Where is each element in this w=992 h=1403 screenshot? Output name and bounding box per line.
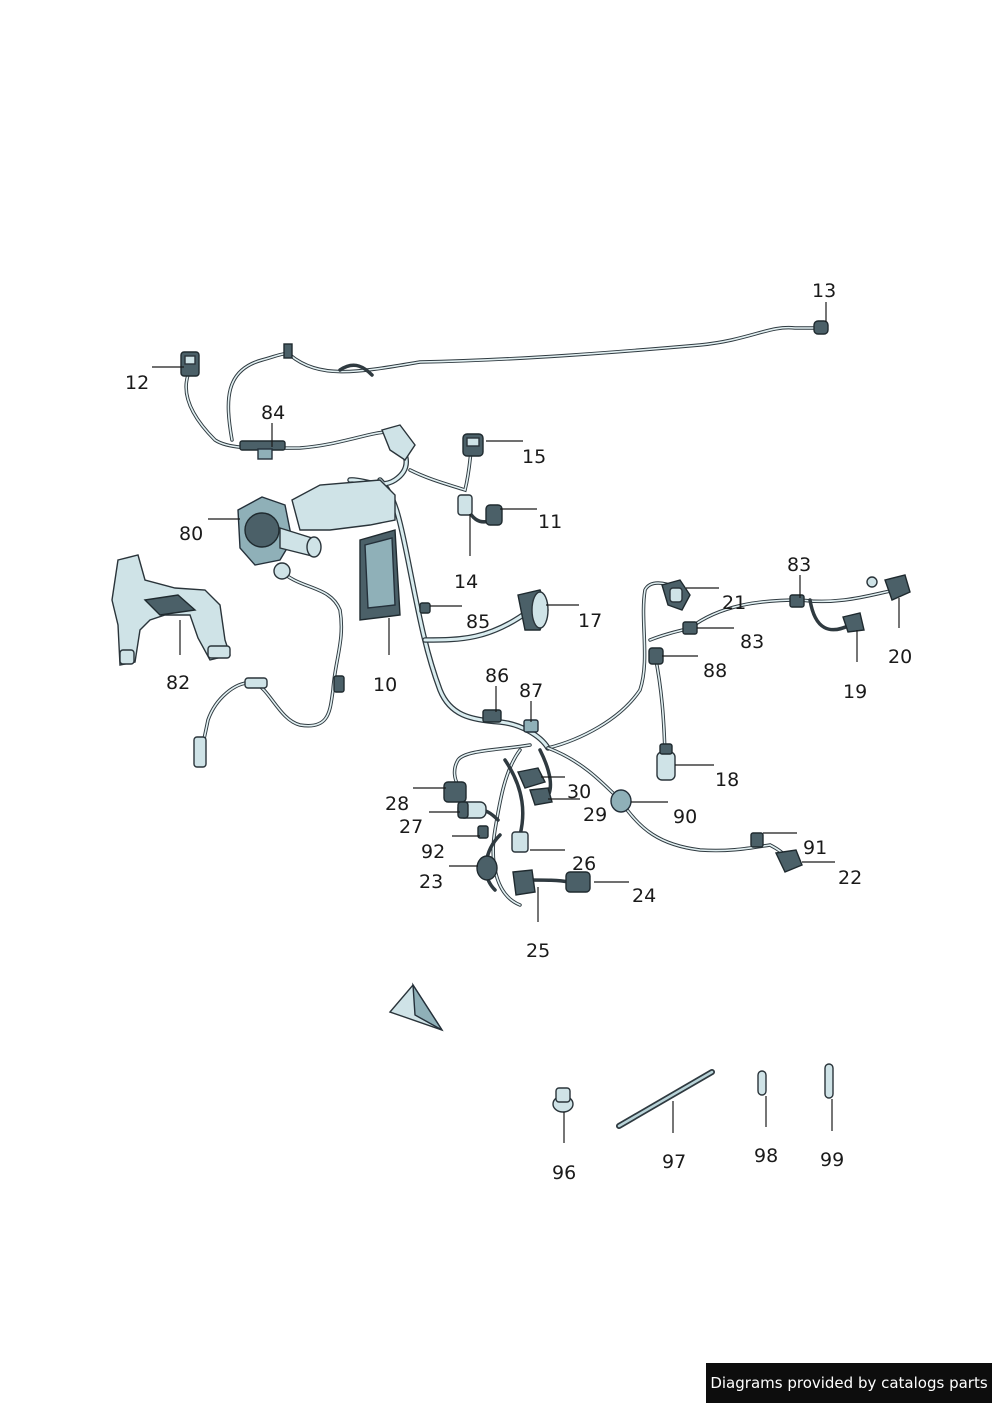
clip-83-upper xyxy=(789,594,805,608)
connector-18 xyxy=(656,743,676,781)
sleeve-99 xyxy=(824,1063,834,1099)
control-unit-10 xyxy=(291,479,401,621)
callout-22: 22 xyxy=(838,867,862,889)
connector-19 xyxy=(842,612,865,633)
callout-99: 99 xyxy=(820,1149,844,1171)
cable-tie-97 xyxy=(616,1069,715,1129)
callout-20: 20 xyxy=(888,646,912,668)
connector-21 xyxy=(661,579,691,611)
callout-87: 87 xyxy=(519,680,543,702)
clip-84 xyxy=(239,440,286,460)
callout-88: 88 xyxy=(703,660,727,682)
callout-labels: 13 12 84 15 11 80 14 85 17 83 21 83 20 1… xyxy=(125,280,912,1184)
callout-14: 14 xyxy=(454,571,478,593)
lambda-sensor xyxy=(193,675,345,768)
connector-24 xyxy=(565,871,591,893)
leader-lines xyxy=(152,302,900,1143)
connector-23 xyxy=(476,855,498,881)
connector-25 xyxy=(512,869,536,896)
connector-11 xyxy=(485,504,503,526)
callout-92: 92 xyxy=(421,841,445,863)
callout-86: 86 xyxy=(485,665,509,687)
clip-91 xyxy=(750,832,764,848)
orientation-arrow xyxy=(388,982,444,1032)
connector-12 xyxy=(180,351,200,377)
callout-97: 97 xyxy=(662,1151,686,1173)
callout-98: 98 xyxy=(754,1145,778,1167)
callout-82: 82 xyxy=(166,672,190,694)
callout-85: 85 xyxy=(466,611,490,633)
callout-28: 28 xyxy=(385,793,409,815)
callout-25: 25 xyxy=(526,940,550,962)
callout-90: 90 xyxy=(673,806,697,828)
grommet-88 xyxy=(648,647,664,665)
clip-85 xyxy=(419,602,431,614)
callout-19: 19 xyxy=(843,681,867,703)
callout-26: 26 xyxy=(572,853,596,875)
callout-12: 12 xyxy=(125,372,149,394)
grommet-96 xyxy=(552,1087,574,1113)
connector-29 xyxy=(529,787,553,806)
connector-30 xyxy=(517,767,546,789)
grommet-90 xyxy=(610,789,632,813)
clip-top xyxy=(283,343,293,359)
callout-17: 17 xyxy=(578,610,602,632)
callout-80: 80 xyxy=(179,523,203,545)
boot-near-harness xyxy=(381,424,416,461)
clip-86-87 xyxy=(482,709,539,733)
callout-30: 30 xyxy=(567,781,591,803)
callout-83-upper: 83 xyxy=(787,554,811,576)
sleeve-98 xyxy=(757,1070,767,1096)
connector-15 xyxy=(462,433,484,457)
connector-20 xyxy=(866,574,911,601)
actuator-80 xyxy=(237,496,322,580)
boot-17 xyxy=(517,589,549,631)
clip-92 xyxy=(477,825,489,839)
callout-91: 91 xyxy=(803,837,827,859)
callout-10: 10 xyxy=(373,674,397,696)
callout-83-lower: 83 xyxy=(740,631,764,653)
credit-banner: Diagrams provided by catalogs parts xyxy=(706,1363,992,1403)
bracket-82 xyxy=(111,554,231,666)
connector-22 xyxy=(774,849,803,873)
callout-11: 11 xyxy=(538,511,562,533)
callout-18: 18 xyxy=(715,769,739,791)
fuse-14 xyxy=(457,494,473,516)
connector-27 xyxy=(457,801,487,819)
callout-29: 29 xyxy=(583,804,607,826)
clip-83-lower xyxy=(682,621,698,635)
connector-13 xyxy=(813,320,829,335)
callout-96: 96 xyxy=(552,1162,576,1184)
callout-15: 15 xyxy=(522,446,546,468)
connector-28 xyxy=(443,781,467,803)
callout-23: 23 xyxy=(419,871,443,893)
components xyxy=(111,320,911,1129)
callout-21: 21 xyxy=(722,592,746,614)
callout-13: 13 xyxy=(812,280,836,302)
callout-84: 84 xyxy=(261,402,285,424)
callout-27: 27 xyxy=(399,816,423,838)
callout-24: 24 xyxy=(632,885,656,907)
connector-26 xyxy=(511,831,529,853)
